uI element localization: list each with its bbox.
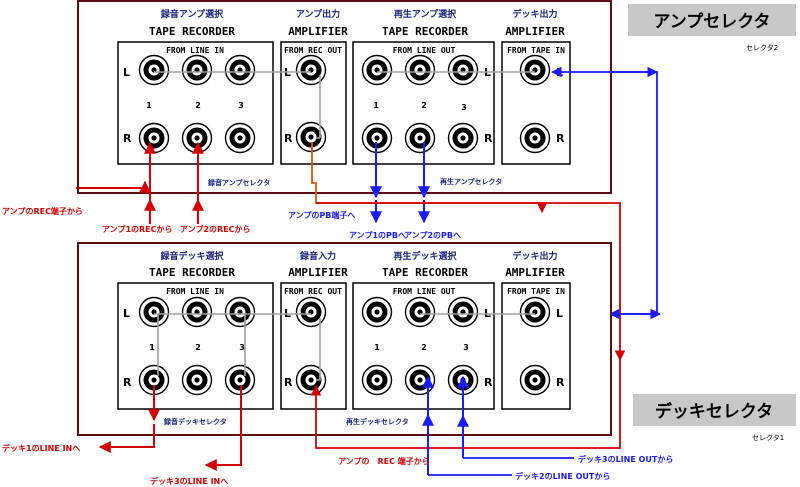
internal-wiring-bottom: [154, 313, 535, 381]
svg-text:2: 2: [195, 101, 201, 110]
svg-text:2: 2: [421, 101, 427, 110]
svg-text:R: R: [484, 132, 493, 145]
selector-mid-label: 再生アンプセレクタ: [440, 177, 502, 186]
plate-sub-label: FROM LINE OUT: [393, 287, 456, 296]
section-title-jp: デッキ出力: [512, 8, 557, 20]
section-title-jp: デッキ出力: [512, 250, 557, 262]
svg-text:デッキ2のLINE OUTから: デッキ2のLINE OUTから: [515, 471, 610, 481]
svg-text:アンプ2のRECから: アンプ2のRECから: [180, 224, 251, 234]
svg-text:3: 3: [238, 101, 244, 110]
internal-wiring-top: [154, 71, 535, 139]
svg-text:3: 3: [463, 343, 469, 352]
jack-numbers: 1 2 3 1 2 3: [149, 343, 469, 352]
svg-text:1: 1: [146, 101, 152, 110]
svg-text:アンプ1のRECから: アンプ1のRECから: [102, 224, 173, 234]
svg-text:デッキ3のLINE INへ: デッキ3のLINE INへ: [150, 476, 228, 486]
section-title-jp: アンプ出力: [296, 8, 340, 20]
selector-mid-label: 再生デッキセレクタ: [346, 417, 409, 426]
section-title-en: AMPLIFIER: [288, 266, 348, 279]
deck-selector-title-box: [633, 394, 796, 426]
svg-text:3: 3: [461, 103, 467, 112]
svg-text:1: 1: [373, 101, 379, 110]
section-title-en: TAPE RECORDER: [382, 266, 468, 279]
svg-text:R: R: [123, 376, 132, 389]
section-title-jp: 再生アンプ選択: [394, 8, 457, 20]
plate-sub-label: FROM LINE IN: [166, 46, 224, 55]
deck-selector-subtitle: セレクタ1: [752, 433, 784, 442]
section-title-en: TAPE RECORDER: [149, 25, 235, 38]
plate-sub-label: FROM TAPE IN: [507, 46, 565, 55]
svg-text:アンプ1のPBへ: アンプ1のPBへ: [349, 230, 406, 240]
svg-text:R: R: [556, 132, 565, 145]
amp-selector-subtitle: セレクタ2: [746, 43, 778, 52]
svg-text:1: 1: [374, 343, 380, 352]
section-title-en: AMPLIFIER: [288, 25, 348, 38]
selector-mid-label: 録音アンプセレクタ: [208, 178, 270, 187]
bottom-callouts: デッキ1のLINE INへ デッキ3のLINE INへ アンプの REC 端子か…: [2, 443, 673, 486]
plate-sub-label: FROM REC OUT: [284, 46, 342, 55]
selector-mid-label: 録音デッキセレクタ: [164, 417, 227, 426]
plate-sub-label: FROM REC OUT: [284, 287, 342, 296]
svg-text:アンプのREC端子から: アンプのREC端子から: [2, 206, 83, 216]
svg-text:L: L: [556, 307, 563, 320]
svg-text:デッキ1のLINE INへ: デッキ1のLINE INへ: [2, 443, 80, 453]
section-title-jp: 録音アンプ選択: [161, 8, 224, 20]
svg-text:3: 3: [239, 343, 245, 352]
svg-text:R: R: [123, 132, 132, 145]
svg-text:1: 1: [149, 343, 155, 352]
section-title-en: TAPE RECORDER: [382, 25, 468, 38]
plate-sub-label: FROM TAPE IN: [507, 287, 565, 296]
amp-selector-title: アンプセレクタ: [653, 11, 770, 32]
plate-sub-label: FROM LINE OUT: [393, 46, 456, 55]
svg-text:R: R: [284, 376, 293, 389]
section-title-en: AMPLIFIER: [505, 266, 565, 279]
svg-text:アンプ2のPBへ: アンプ2のPBへ: [404, 230, 461, 240]
top-callouts: アンプのREC端子から アンプ1のRECから アンプ2のRECから アンプのPB…: [2, 206, 461, 240]
section-title-en: AMPLIFIER: [505, 25, 565, 38]
svg-text:アンプの REC 端子から: アンプの REC 端子から: [338, 456, 430, 466]
svg-text:デッキ3のLINE OUTから: デッキ3のLINE OUTから: [578, 454, 673, 464]
svg-text:L: L: [123, 66, 130, 79]
amp-selector-title-box: [628, 4, 796, 36]
section-title-en: TAPE RECORDER: [149, 266, 235, 279]
svg-text:2: 2: [195, 343, 201, 352]
bottom-blue-inputs: [422, 375, 574, 476]
deck-selector-title: デッキセレクタ: [655, 401, 773, 422]
svg-text:R: R: [284, 132, 293, 145]
svg-text:L: L: [123, 307, 130, 320]
top-pb-outputs: [311, 142, 548, 224]
top-red-inputs: [76, 141, 204, 224]
bottom-red-outputs: [98, 360, 621, 471]
svg-text:R: R: [556, 376, 565, 389]
section-title-jp: 再生デッキ選択: [393, 250, 457, 262]
section-title-jp: 録音入力: [300, 250, 336, 262]
cross-red-cable: [316, 202, 626, 362]
section-title-jp: 録音デッキ選択: [160, 250, 224, 262]
plate-sub-label: FROM LINE IN: [166, 287, 224, 296]
svg-text:2: 2: [421, 343, 427, 352]
jack-numbers: 1 2 3 1 2 3: [146, 101, 467, 112]
svg-text:R: R: [484, 376, 493, 389]
svg-text:アンプのPB端子へ: アンプのPB端子へ: [288, 210, 355, 220]
